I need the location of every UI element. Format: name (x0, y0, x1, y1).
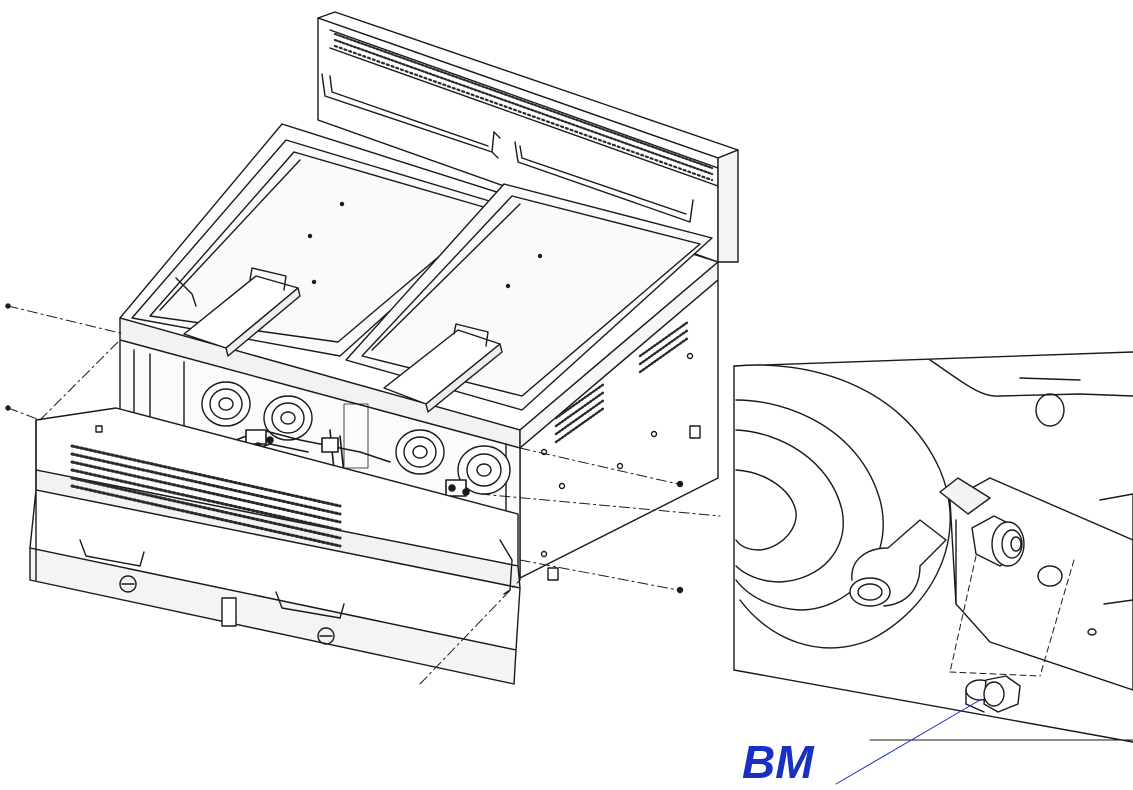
gas-burner-valves (201, 381, 511, 495)
detail-zoom-view (733, 351, 1133, 785)
burner-4 (457, 445, 511, 495)
bm-nut (965, 675, 1021, 713)
burner-1 (201, 381, 251, 427)
assembly-guide-lines (7, 305, 721, 685)
back-splash-panel (317, 11, 739, 263)
callout-label-bm: BM (742, 736, 815, 785)
basket-handle-right (383, 323, 503, 413)
burner-2 (263, 395, 313, 441)
front-control-panel (29, 407, 521, 685)
burner-3 (395, 429, 445, 475)
basket-handle-left (175, 267, 301, 357)
loose-screws (5, 303, 684, 594)
